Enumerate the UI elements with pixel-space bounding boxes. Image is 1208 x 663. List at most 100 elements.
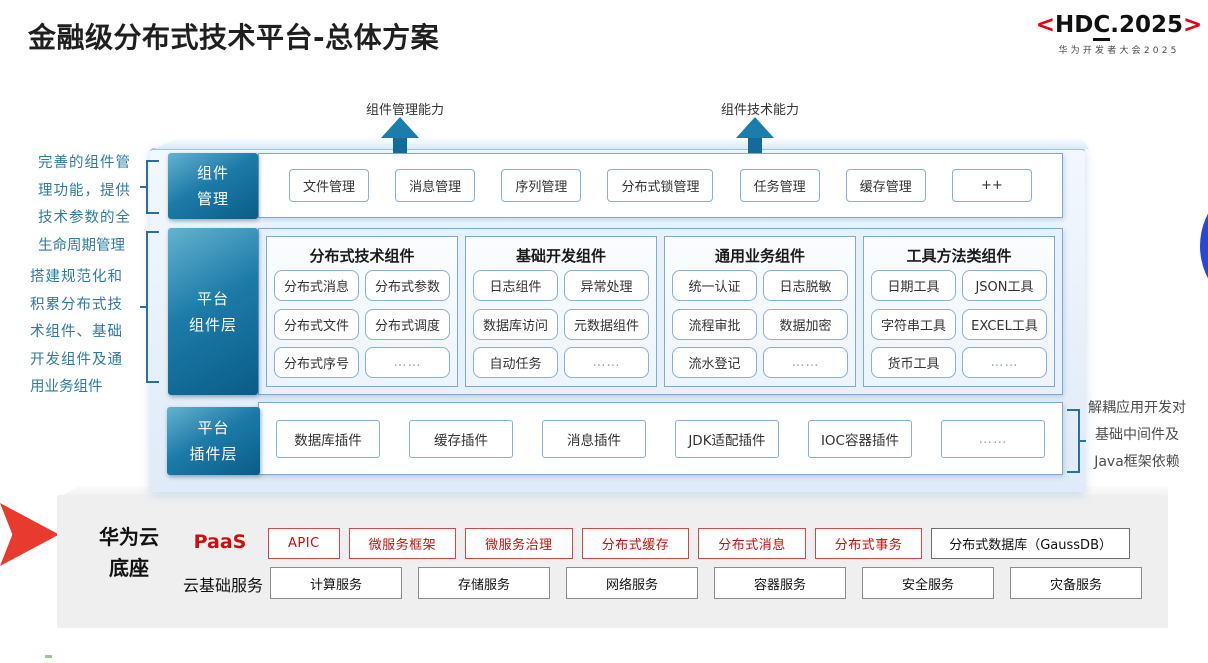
paas-service-item: APIC xyxy=(268,528,340,559)
logo-c-underlined: C xyxy=(1093,12,1111,41)
layer-label-platform-plugins: 平台插件层 xyxy=(167,407,260,475)
paas-service-item: 分布式消息 xyxy=(698,528,806,559)
platform-plugin-row: 数据库插件缓存插件消息插件 JDK适配插件 IOC容器插件 …… xyxy=(258,402,1063,475)
plugin-item: …… xyxy=(940,419,1045,458)
cloud-service-item: 存储服务 xyxy=(418,567,550,599)
component-item: 统一认证 xyxy=(672,270,757,301)
paas-service-item: 分布式缓存 xyxy=(581,528,690,559)
component-group-title: 基础开发组件 xyxy=(515,247,606,265)
component-group-title: 工具方法类组件 xyxy=(906,247,1012,265)
technical-capability-label: 组件技术能力 xyxy=(720,103,800,118)
hdc-logo-text: <HDC.2025> xyxy=(1030,12,1208,41)
component-item: …… xyxy=(365,347,450,379)
huawei-cloud-base-label: 华为云底座 xyxy=(81,522,177,584)
component-item: JSON工具 xyxy=(962,270,1047,301)
hdc-logo-subtitle: 华为开发者大会2025 xyxy=(1058,46,1180,56)
layer-label-platform-components: 平台组件层 xyxy=(168,228,258,395)
plugin-item: 缓存插件 xyxy=(408,419,513,458)
right-note-decoupling: 解耦应用开发对基础中间件及Java框架依赖 xyxy=(1088,400,1186,470)
component-group: 通用业务组件 统一认证日志脱敏流程审批数据加密流水登记…… xyxy=(664,236,856,387)
left-note-components: 搭建规范化和积累分布式技术组件、基础开发组件及通用业务组件 xyxy=(30,269,122,395)
logo-close-bracket: > xyxy=(1183,12,1203,38)
logo-open-bracket: < xyxy=(1035,12,1055,38)
plugin-item: 消息插件 xyxy=(541,419,646,458)
cloud-service-item: 容器服务 xyxy=(714,567,846,599)
component-group-grid: 统一认证日志脱敏流程审批数据加密流水登记…… xyxy=(672,270,848,380)
management-item: 文件管理 xyxy=(289,169,370,202)
component-item: 分布式文件 xyxy=(274,308,359,340)
management-item: 消息管理 xyxy=(395,169,476,202)
component-item: 分布式调度 xyxy=(365,308,450,340)
component-item: 分布式参数 xyxy=(365,270,450,301)
component-item: 数据加密 xyxy=(763,308,848,340)
paas-service-item: 分布式事务 xyxy=(814,528,923,559)
foundation-label-line: 底座 xyxy=(109,556,149,580)
component-item: …… xyxy=(564,347,649,379)
component-item: EXCEL工具 xyxy=(962,308,1047,340)
paas-label: PaaS xyxy=(193,531,247,553)
paas-service-item: 微服务治理 xyxy=(465,528,573,559)
component-item: 元数据组件 xyxy=(564,308,649,340)
foundation-label-line: 华为云 xyxy=(99,525,159,549)
layer-label-line: 管理 xyxy=(196,190,229,208)
component-item: 货币工具 xyxy=(871,347,956,379)
component-item: 异常处理 xyxy=(564,270,649,301)
platform-component-layer: 分布式技术组件 分布式消息分布式参数分布式文件分布式调度分布式序号…… 基础开发… xyxy=(258,228,1063,395)
page-title: 金融级分布式技术平台-总体方案 xyxy=(28,21,440,54)
bracket-left-management xyxy=(140,160,159,214)
component-group-title: 分布式技术组件 xyxy=(309,247,415,265)
management-item: ++ xyxy=(951,169,1032,202)
huawei-cloud-foundation-panel: 华为云底座 PaaS APIC 微服务框架微服务治理分布式缓存分布式消息分布式事务… xyxy=(57,495,1168,628)
component-item: …… xyxy=(763,347,848,379)
up-arrow-icon xyxy=(736,117,774,153)
bracket-left-components xyxy=(140,231,159,383)
paas-row: APIC 微服务框架微服务治理分布式缓存分布式消息分布式事务 分布式数据库（Gau… xyxy=(268,528,1130,559)
layer-label-line: 插件层 xyxy=(189,445,238,463)
left-note-management: 完善的组件管理功能，提供技术参数的全生命周期管理 xyxy=(38,155,130,254)
component-item: 分布式消息 xyxy=(274,270,359,301)
component-item: 字符串工具 xyxy=(871,308,956,340)
component-group: 分布式技术组件 分布式消息分布式参数分布式文件分布式调度分布式序号…… xyxy=(266,236,458,387)
hdc-logo: <HDC.2025> 华为开发者大会2025 xyxy=(1030,12,1208,56)
paas-service-list: APIC 微服务框架微服务治理分布式缓存分布式消息分布式事务 xyxy=(268,528,923,559)
plugin-item: 数据库插件 xyxy=(276,419,380,458)
management-item: 分布式锁管理 xyxy=(607,169,714,202)
component-item: 流程审批 xyxy=(672,308,757,340)
layer-label-line: 平台 xyxy=(196,289,229,308)
green-dash-artifact xyxy=(45,655,52,658)
cloud-service-item: 计算服务 xyxy=(270,567,402,599)
management-item: 序列管理 xyxy=(501,169,582,202)
paas-service-item: 微服务框架 xyxy=(348,528,457,559)
plugin-item: JDK适配插件 xyxy=(674,419,779,458)
component-item: 日志组件 xyxy=(473,270,558,301)
cloud-service-item: 灾备服务 xyxy=(1010,567,1142,599)
component-group-grid: 日志组件异常处理数据库访问元数据组件自动任务…… xyxy=(473,270,649,380)
logo-year: .2025 xyxy=(1110,12,1183,38)
red-arrow-icon xyxy=(0,503,59,566)
component-item: 分布式序号 xyxy=(274,347,359,379)
management-item: 任务管理 xyxy=(739,169,820,202)
cloud-basic-services-label: 云基础服务 xyxy=(183,576,264,595)
component-item: 日期工具 xyxy=(871,270,956,301)
logo-hd: HD xyxy=(1055,12,1094,38)
component-group: 基础开发组件 日志组件异常处理数据库访问元数据组件自动任务…… xyxy=(465,236,657,387)
plugin-item: IOC容器插件 xyxy=(807,419,912,458)
edge-circle-decoration xyxy=(1200,176,1208,316)
component-item: …… xyxy=(962,347,1047,379)
component-management-row: 文件管理消息管理序列管理分布式锁管理任务管理缓存管理 ++ xyxy=(258,153,1063,218)
component-item: 日志脱敏 xyxy=(763,270,848,301)
cloud-basic-services-row: 计算服务存储服务网络服务容器服务安全服务灾备服务 xyxy=(270,567,1142,599)
up-arrow-icon xyxy=(381,117,419,153)
component-group-title: 通用业务组件 xyxy=(714,247,805,265)
gaussdb-item: 分布式数据库（GaussDB） xyxy=(931,528,1130,559)
layer-label-line: 平台 xyxy=(197,419,230,437)
layer-label-line: 组件 xyxy=(196,164,229,182)
bracket-right-plugins xyxy=(1067,409,1086,473)
layer-label-line: 组件层 xyxy=(188,315,237,334)
cloud-service-item: 安全服务 xyxy=(862,567,994,599)
management-item: 缓存管理 xyxy=(845,169,926,202)
management-capability-label: 组件管理能力 xyxy=(365,103,445,118)
component-item: 数据库访问 xyxy=(473,308,558,340)
component-group-grid: 分布式消息分布式参数分布式文件分布式调度分布式序号…… xyxy=(274,270,450,380)
